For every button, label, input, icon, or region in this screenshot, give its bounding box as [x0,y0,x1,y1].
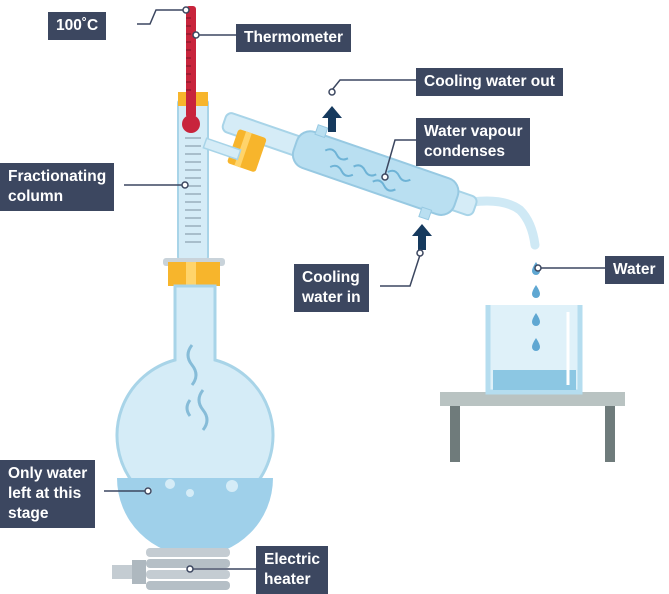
electric-heater-label: Electric heater [256,546,329,594]
condensation-label: Water vapour condenses [416,118,531,166]
condenser [221,112,478,221]
leader-dots [144,6,542,573]
round-bottom-flask [115,284,275,556]
condenser-outlet [450,196,540,250]
water-label: Water [605,256,664,284]
temperature-label: 100˚C [48,12,107,40]
cooling-water-out-label: Cooling water out [416,68,563,96]
cooling-water-in-label: Cooling water in [294,264,369,312]
arrow-up-icon [322,106,342,132]
arrow-up-icon [412,224,432,250]
electric-heater [112,548,230,590]
leader-lines [104,9,605,570]
residue-label: Only water left at this stage [0,460,96,528]
table [440,392,625,462]
thermometer-label: Thermometer [236,24,352,52]
fractionating-column-label: Fractionating column [0,163,115,211]
